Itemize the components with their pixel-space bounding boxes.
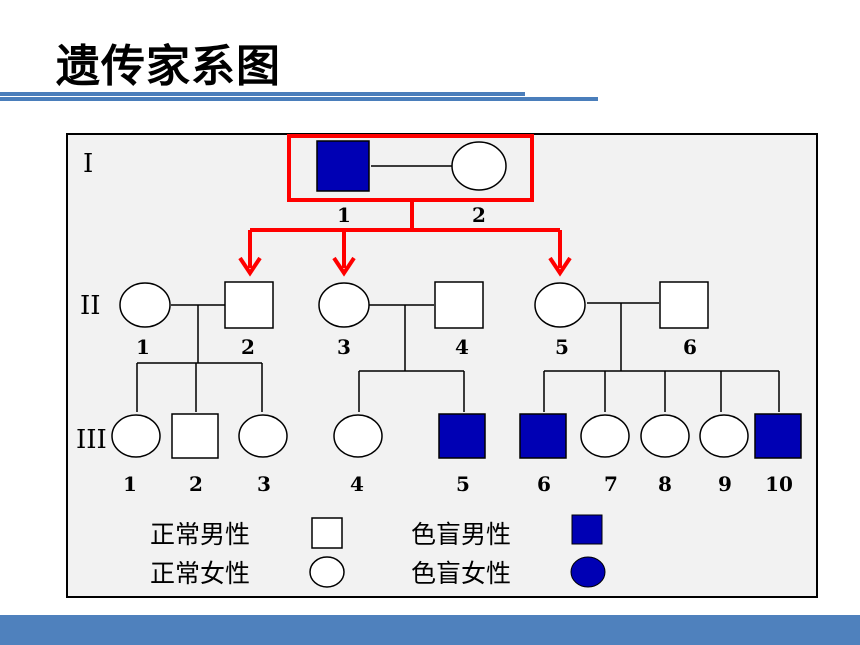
page-title: 遗传家系图 (56, 41, 281, 92)
legend-normal-male-label: 正常男性 (150, 520, 250, 549)
gen-3-male-2 (171, 413, 219, 459)
highlight-annotation (238, 134, 572, 277)
gen-3-male-5 (438, 413, 486, 459)
title-underline (0, 92, 525, 96)
gen-2-member-number: 2 (241, 335, 255, 359)
legend-affected-male-symbol (571, 514, 603, 545)
pedigree-lines (136, 165, 780, 412)
legend-affected-female-symbol (570, 556, 606, 588)
gen-3-female-3 (238, 414, 288, 458)
gen-3-member-number: 5 (456, 472, 470, 496)
gen-2-male-4 (434, 281, 484, 329)
arrowhead-ii-3 (332, 256, 356, 277)
gen-2-male-6 (659, 281, 709, 329)
generation-label-3: III (76, 425, 107, 455)
gen-3-member-number: 2 (189, 472, 203, 496)
gen-2-member-number: 6 (683, 335, 697, 359)
legend-affected-male-label: 色盲男性 (411, 520, 511, 549)
gen-2-member-number: 4 (455, 335, 469, 359)
gen-2-female-3 (318, 282, 370, 328)
gen-1-member-number: 1 (337, 203, 351, 227)
generation-label-2: II (80, 291, 101, 321)
diagram-frame (66, 133, 818, 598)
gen-3-male-6 (519, 413, 567, 459)
legend-normal-male-symbol (311, 517, 343, 549)
gen-2-member-number: 1 (136, 335, 150, 359)
gen-3-male-10 (754, 413, 802, 459)
gen-3-female-4 (333, 414, 383, 458)
gen-2-female-5 (534, 282, 586, 328)
gen-2-male-2 (224, 281, 274, 329)
legend-normal-female-label: 正常女性 (150, 559, 250, 588)
title-underline-lower (0, 97, 598, 101)
arrowhead-ii-5 (548, 256, 572, 277)
gen-3-member-number: 10 (765, 472, 793, 496)
gen-3-member-number: 9 (718, 472, 732, 496)
footer-bar (0, 615, 860, 645)
gen-2-female-1 (119, 282, 171, 328)
legend: 正常男性 色盲男性 正常女性 色盲女性 (150, 514, 606, 588)
arrowhead-ii-2 (238, 256, 262, 277)
gen-1-member-number: 2 (472, 203, 486, 227)
legend-affected-female-label: 色盲女性 (411, 559, 511, 588)
inheritance-arrow-path (248, 200, 562, 268)
gen-3-female-1 (111, 414, 161, 458)
gen-3-member-number: 7 (604, 472, 618, 496)
gen-3-member-number: 6 (537, 472, 551, 496)
gen-3-member-number: 4 (350, 472, 364, 496)
gen-2-member-number: 3 (337, 335, 351, 359)
gen-1-female-2 (451, 141, 507, 191)
pedigree-member-labels: 1 2 1 2 3 4 5 6 1 2 3 4 5 6 7 8 9 10 (123, 203, 793, 496)
legend-normal-female-symbol (309, 556, 345, 588)
gen-3-member-number: 3 (257, 472, 271, 496)
gen-1-male-1 (316, 140, 370, 192)
gen-3-member-number: 1 (123, 472, 137, 496)
gen-2-member-number: 5 (555, 335, 569, 359)
gen-3-member-number: 8 (658, 472, 672, 496)
generation-label-1: I (83, 149, 93, 179)
gen-3-female-9 (699, 414, 749, 458)
pedigree-members (111, 140, 802, 459)
gen-3-female-8 (640, 414, 690, 458)
gen-3-female-7 (580, 414, 630, 458)
